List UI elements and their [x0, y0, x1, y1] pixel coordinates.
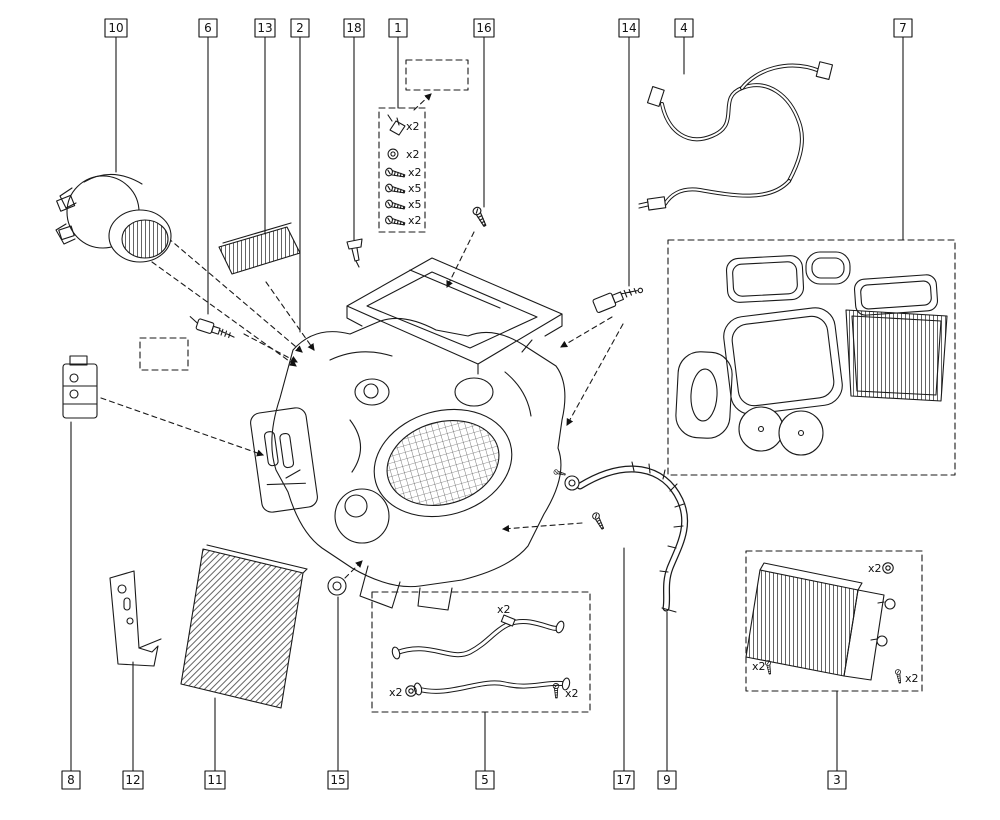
washer-icon: [387, 148, 399, 160]
svg-text:17: 17: [616, 773, 631, 787]
bolt-icon: [894, 668, 903, 684]
qty-label: x2: [406, 120, 420, 133]
grommet: [327, 576, 347, 596]
qty-label: x2: [406, 148, 420, 161]
connector: [815, 61, 834, 81]
heater-tank: [843, 589, 885, 681]
connector: [646, 196, 667, 211]
hose-kit: [391, 614, 571, 699]
qty-label: x2: [565, 687, 579, 700]
callout-16[interactable]: 16: [473, 18, 495, 38]
qty-label: x5: [408, 198, 422, 211]
callout-7[interactable]: 7: [893, 18, 913, 38]
connector: [646, 85, 665, 107]
callout-3[interactable]: 3: [827, 770, 847, 790]
evaporator: [180, 544, 308, 709]
callout-17[interactable]: 17: [613, 770, 635, 790]
blower-motor: [55, 173, 172, 263]
clip-icon: [389, 120, 406, 136]
fastener-kit: [384, 114, 406, 229]
callout-15[interactable]: 15: [327, 770, 349, 790]
hvac-housing-assembly: [250, 257, 566, 611]
gasket-kit: [675, 251, 948, 456]
kit-boxes: [139, 59, 956, 713]
qty-label: x2: [905, 672, 919, 685]
svg-text:6: 6: [204, 21, 212, 35]
foam-pad: [675, 351, 733, 439]
drain-pipe: [553, 461, 689, 613]
svg-text:15: 15: [330, 773, 345, 787]
heater-kit-box: [745, 550, 923, 692]
svg-text:7: 7: [899, 21, 907, 35]
qty-label: x2: [408, 166, 422, 179]
svg-text:3: 3: [833, 773, 841, 787]
qty-label: x2: [868, 562, 882, 575]
callout-9[interactable]: 9: [657, 770, 677, 790]
svg-text:13: 13: [257, 21, 272, 35]
rivet-clip: [346, 238, 363, 268]
svg-text:1: 1: [394, 21, 402, 35]
callout-8[interactable]: 8: [61, 770, 81, 790]
svg-text:2: 2: [296, 21, 304, 35]
svg-text:18: 18: [346, 21, 361, 35]
mounting-bracket: [109, 570, 162, 667]
filter-panel: [845, 309, 948, 402]
seal-disc: [738, 406, 784, 452]
leader-lines: [70, 36, 904, 772]
callout-10[interactable]: 10: [104, 18, 128, 38]
ring-icon: [882, 562, 894, 574]
qty-label: x2: [389, 686, 403, 699]
callout-6[interactable]: 6: [198, 18, 218, 38]
svg-text:14: 14: [621, 21, 636, 35]
fastener-kit-box: [378, 107, 426, 233]
callout-2[interactable]: 2: [290, 18, 310, 38]
screw-icon: [384, 182, 406, 197]
assembly-arrows: [100, 93, 624, 579]
svg-text:16: 16: [476, 21, 491, 35]
screw-icon: [384, 166, 406, 181]
svg-text:12: 12: [125, 773, 140, 787]
heater-core-kit: [745, 562, 903, 684]
callout-13[interactable]: 13: [254, 18, 276, 38]
svg-text:4: 4: [680, 21, 688, 35]
quantity-labels: x2 x2 x2 x5 x5 x2 x2 x2 x2 x2 x2 x2: [389, 120, 919, 700]
screw-icon: [384, 198, 406, 213]
callout-12[interactable]: 12: [122, 770, 144, 790]
qty-label: x5: [408, 182, 422, 195]
empty-callout-box: [405, 59, 469, 91]
callout-14[interactable]: 14: [618, 18, 640, 38]
screw-16: [471, 205, 489, 229]
callout-11[interactable]: 11: [204, 770, 226, 790]
callout-5[interactable]: 5: [475, 770, 495, 790]
seal-disc: [778, 410, 824, 456]
svg-text:11: 11: [207, 773, 222, 787]
svg-text:8: 8: [67, 773, 75, 787]
filter-element: [218, 222, 301, 275]
gasket-kit-box: [667, 239, 956, 476]
callout-18[interactable]: 18: [343, 18, 365, 38]
callout-4[interactable]: 4: [674, 18, 694, 38]
qty-label: x2: [408, 214, 422, 227]
qty-label: x2: [497, 603, 511, 616]
svg-text:10: 10: [108, 21, 123, 35]
sensor-14: [592, 287, 644, 314]
svg-text:5: 5: [481, 773, 489, 787]
qty-label: x2: [752, 660, 766, 673]
callout-1[interactable]: 1: [388, 18, 408, 38]
hose-kit-box: [371, 591, 591, 713]
wiring-harness: [638, 61, 834, 211]
temperature-sensor: [189, 316, 235, 339]
expansion-valve: [62, 355, 98, 419]
svg-text:9: 9: [663, 773, 671, 787]
screw-17: [591, 511, 607, 531]
sensor-location-box: [139, 337, 189, 371]
screw-icon: [384, 214, 406, 229]
hose-fitting: [500, 614, 516, 627]
